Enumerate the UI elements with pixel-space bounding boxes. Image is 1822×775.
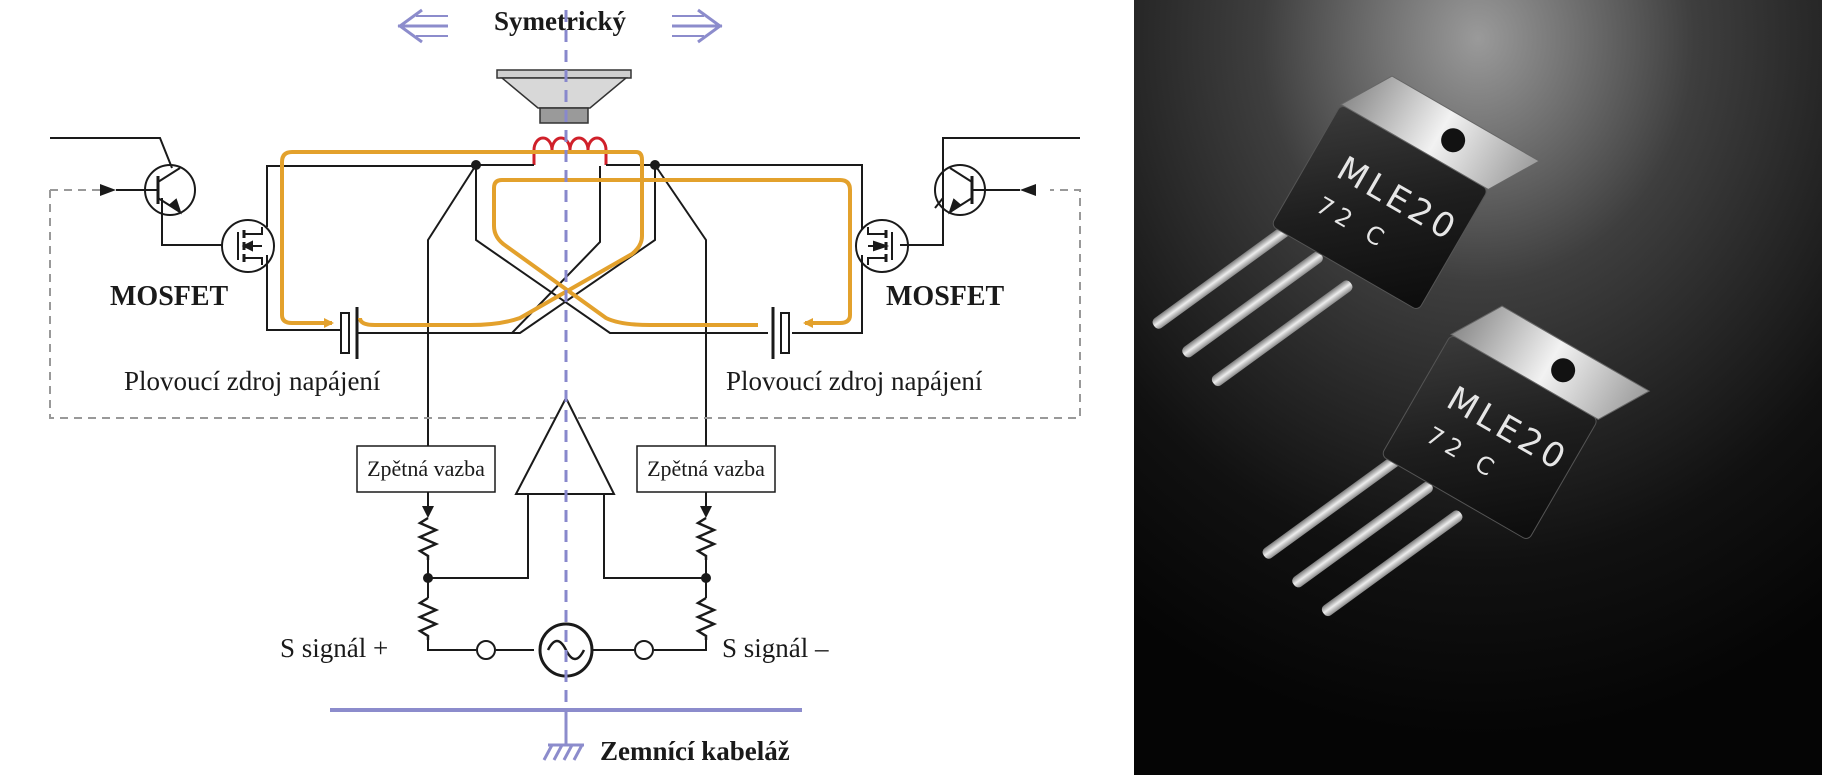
mosfet-label-left: MOSFET bbox=[110, 281, 229, 312]
battery-left-icon bbox=[340, 307, 359, 359]
circuit-diagram: Symetrický bbox=[49, 6, 1081, 766]
feedback-box-left: Zpětná vazba bbox=[356, 445, 496, 493]
signal-terminal-minus bbox=[634, 640, 654, 660]
input-arrow-right-icon bbox=[1020, 184, 1036, 196]
junction-dot bbox=[423, 573, 433, 583]
feedback-label-right: Zpětná vazba bbox=[647, 456, 765, 481]
resistor-icon bbox=[416, 516, 718, 640]
symmetry-arrow-left-icon bbox=[397, 8, 448, 44]
ground-label: Zemnící kabeláž bbox=[600, 736, 790, 766]
ground-icon bbox=[542, 710, 584, 761]
bjt-transistor-left-icon bbox=[116, 164, 196, 216]
battery-right-icon bbox=[771, 307, 790, 359]
mosfet-left-icon bbox=[221, 219, 275, 273]
diagram-title: Symetrický bbox=[494, 6, 626, 36]
mosfet-label-right: MOSFET bbox=[886, 281, 1005, 312]
feedback-arrow-right-icon bbox=[700, 506, 712, 518]
circuit-wiring bbox=[50, 137, 1080, 651]
input-arrow-left-icon bbox=[100, 184, 116, 196]
current-path-left bbox=[280, 150, 644, 328]
junction-dot bbox=[650, 160, 660, 170]
mosfet-right-icon bbox=[855, 219, 909, 273]
transistor-leads bbox=[1262, 453, 1463, 617]
feedback-label-left: Zpětná vazba bbox=[367, 456, 485, 481]
power-supply-label-right: Plovoucí zdroj napájení bbox=[726, 366, 983, 396]
current-path-right bbox=[492, 178, 852, 328]
transistor-lower: MLE20 72 C bbox=[1262, 305, 1651, 617]
junction-dot bbox=[471, 160, 481, 170]
symmetry-arrow-right-icon bbox=[672, 8, 723, 44]
feedback-arrow-left-icon bbox=[422, 506, 434, 518]
signal-plus-label: S signál + bbox=[280, 633, 388, 663]
transistor-leads bbox=[1152, 223, 1353, 387]
signal-minus-label: S signál – bbox=[722, 633, 829, 663]
feedback-box-right: Zpětná vazba bbox=[636, 445, 776, 493]
junction-dot bbox=[701, 573, 711, 583]
signal-terminal-plus bbox=[476, 640, 496, 660]
power-supply-label-left: Plovoucí zdroj napájení bbox=[124, 366, 381, 396]
bjt-transistor-right-icon bbox=[934, 164, 1020, 216]
transistor-photo: MLE20 72 C MLE20 72 C bbox=[1134, 0, 1822, 775]
speaker-icon bbox=[496, 69, 632, 124]
transistor-upper: MLE20 72 C bbox=[1152, 75, 1541, 387]
